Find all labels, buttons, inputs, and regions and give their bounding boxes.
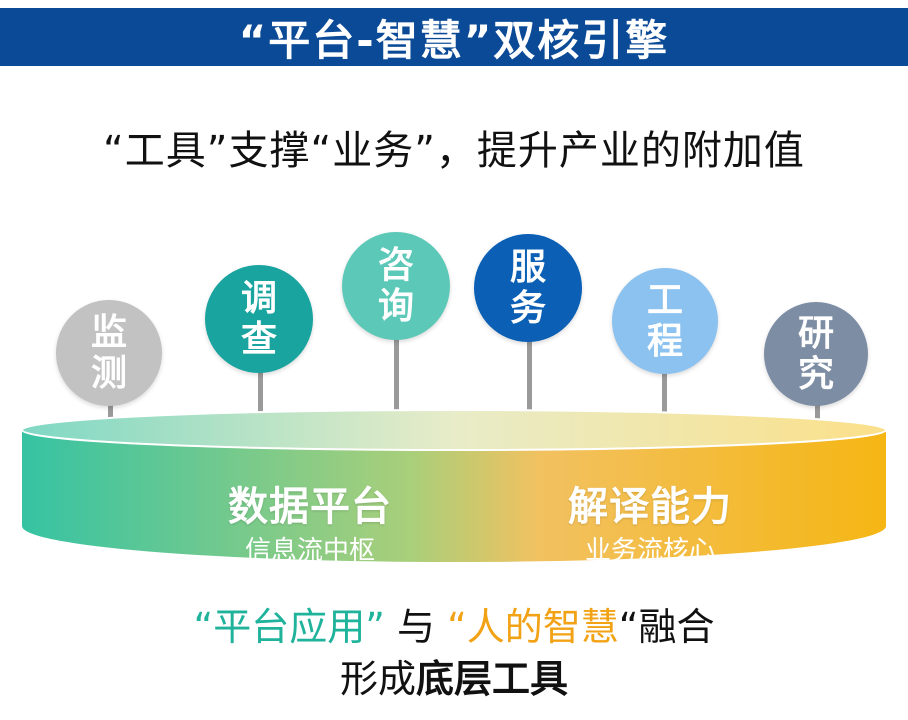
- drum-body: [22, 430, 886, 562]
- caption-quote-close-1: ”: [365, 605, 385, 649]
- caption-quote-open-2: “: [447, 605, 467, 649]
- bubble-consult-char2: 询: [377, 286, 414, 327]
- pin-monitor: [108, 390, 113, 442]
- bubble-engineering-char1: 工: [646, 279, 683, 321]
- caption-and: 与: [396, 605, 435, 649]
- bubble-monitor: 监 测: [56, 300, 162, 406]
- pin-service: [527, 332, 532, 442]
- bubble-engineering-char2: 程: [646, 321, 683, 362]
- caption-form: 形成: [339, 657, 416, 701]
- pin-engineering: [662, 364, 667, 440]
- bubble-consult-char1: 咨: [377, 244, 414, 286]
- title-banner: “平台-智慧”双核引擎: [0, 8, 908, 66]
- bubble-survey: 调 查: [205, 265, 313, 373]
- bubble-research-char2: 究: [797, 354, 834, 395]
- caption-merge: 融合: [638, 605, 715, 649]
- drum-top: [21, 409, 887, 451]
- platform-left-subtitle: 信息流中枢: [244, 536, 375, 566]
- caption-line-1: “平台应用” 与 “人的智慧“融合: [0, 596, 908, 651]
- platform-left-title: 数据平台: [228, 484, 392, 530]
- bubble-service: 服 务: [474, 234, 582, 342]
- bubble-service-char1: 服: [509, 246, 546, 288]
- bubble-consult: 咨 询: [342, 232, 450, 340]
- platform-right-title: 解译能力: [568, 484, 732, 530]
- caption-quote-open-1: “: [193, 605, 214, 649]
- page-title: “平台-智慧”双核引擎: [238, 15, 670, 65]
- bubble-service-char2: 务: [509, 288, 546, 329]
- bubble-research: 研 究: [764, 302, 868, 406]
- caption-human-wisdom: 人的智慧: [466, 605, 619, 649]
- caption-quote-close-2: “: [618, 605, 639, 649]
- subtitle: “工具”支撑“业务”，提升产业的附加值: [103, 128, 805, 174]
- bubble-survey-char2: 查: [240, 319, 277, 360]
- bubble-engineering: 工 程: [612, 268, 718, 374]
- bubble-survey-char1: 调: [240, 277, 277, 319]
- platform-right-subtitle: 业务流核心: [584, 536, 715, 566]
- pin-consult: [394, 330, 399, 438]
- caption-platform-application: 平台应用: [213, 605, 366, 649]
- caption-base-tool: 底层工具: [416, 657, 569, 701]
- bubble-monitor-char2: 测: [90, 353, 127, 394]
- bubble-monitor-char1: 监: [90, 311, 127, 353]
- platform-drum: [21, 409, 887, 562]
- bubble-research-char1: 研: [797, 312, 834, 354]
- caption-line-2: 形成底层工具: [0, 648, 908, 703]
- pin-research: [815, 395, 820, 440]
- pin-survey: [258, 360, 263, 440]
